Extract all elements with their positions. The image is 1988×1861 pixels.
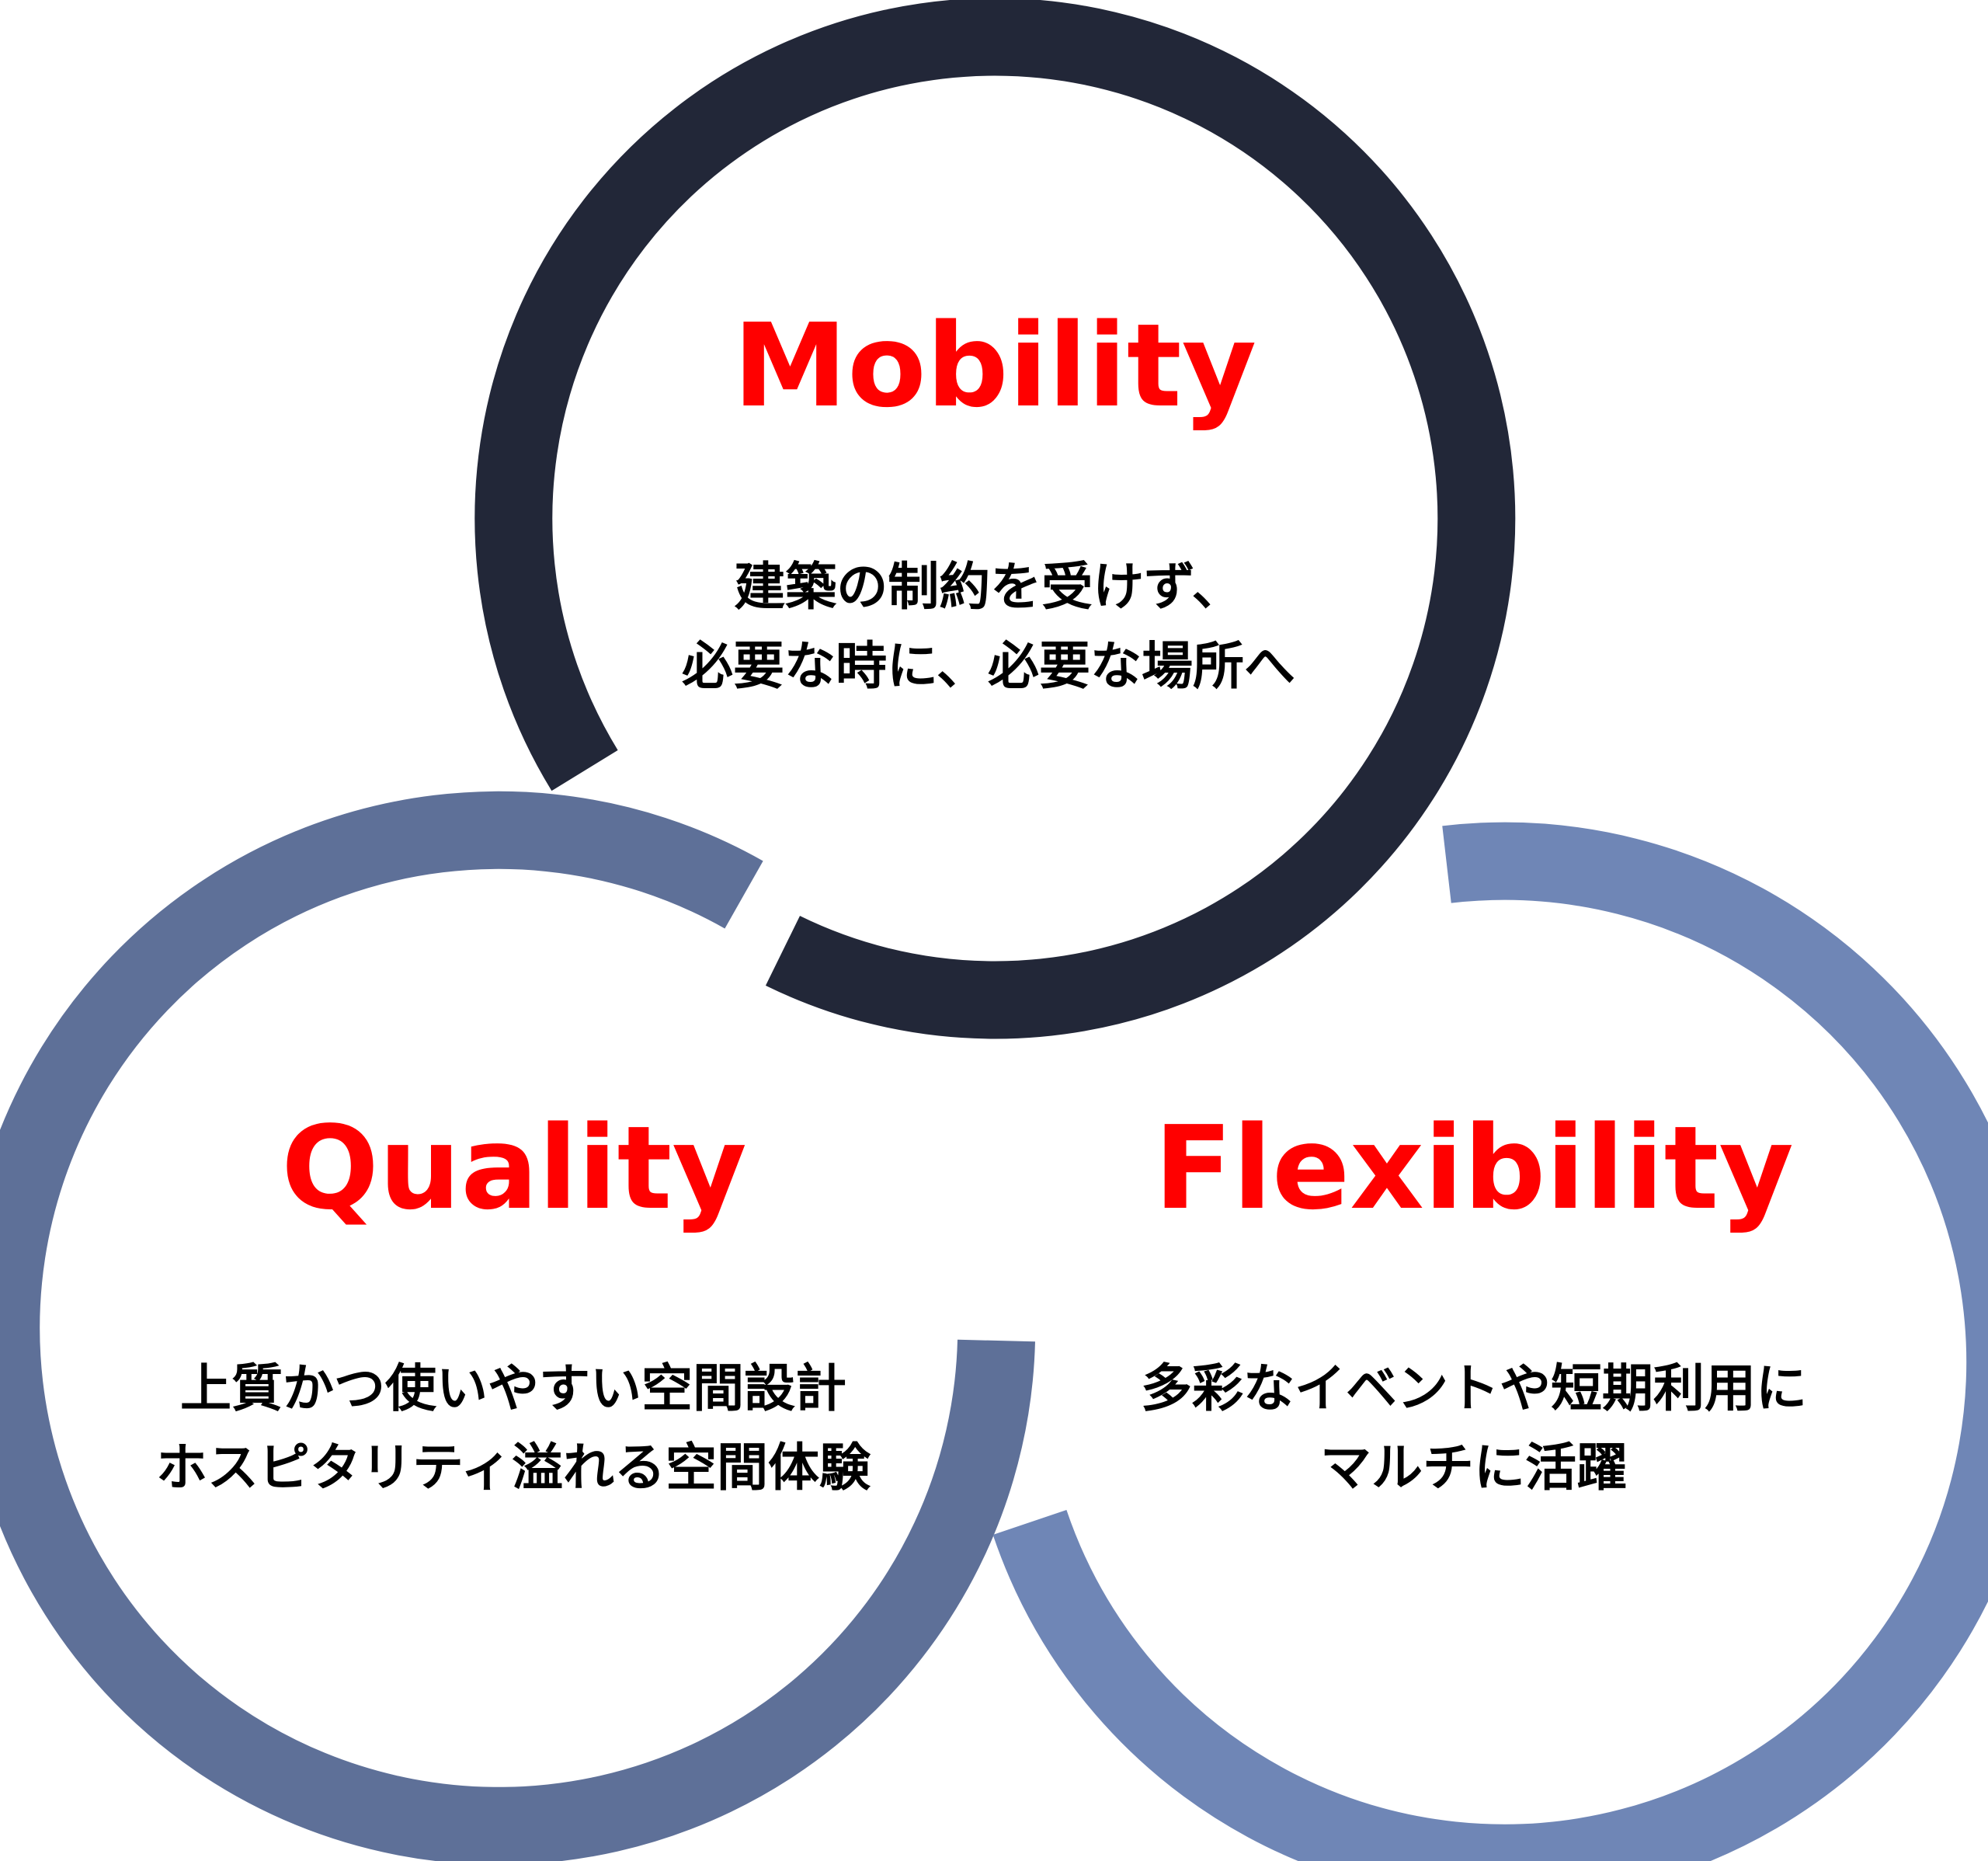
flexibility-description-line-2: マルチに活躍 [1320,1438,1628,1497]
flexibility-title: Flexibility [1154,1101,1794,1235]
quality-description-line-1: 上質かつ使いやすい空間設計 [180,1358,846,1418]
quality-description-line-2: ホスピタリティ溢れる空間体験 [156,1438,871,1497]
mobility-title: Mobility [733,299,1256,433]
mobility-description-line-1: 建築の制約を受けず、 [734,557,1242,617]
mobility-description-line-2: 必要な時に、必要な場所へ [682,636,1295,696]
flexibility-ring [992,822,1988,1861]
mobility-ring [474,0,1516,1039]
quality-ring [0,791,1035,1861]
quality-title: Quality [281,1101,747,1235]
flexibility-description-line-1: 多彩なイベントや短期利用に [1141,1358,1807,1418]
